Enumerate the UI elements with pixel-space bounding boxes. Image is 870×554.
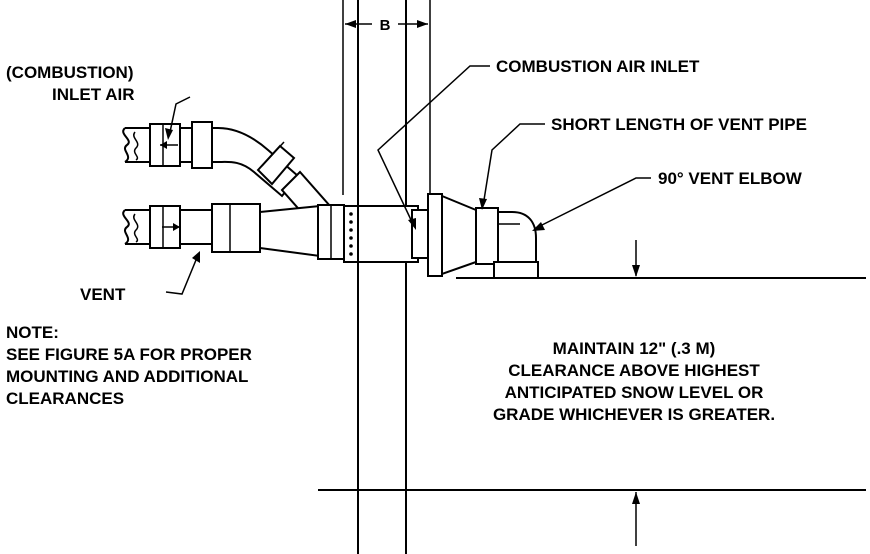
wall — [342, 0, 431, 554]
arrow-up-icon — [632, 492, 640, 504]
clearance-line: ANTICIPATED SNOW LEVEL OR — [505, 383, 764, 402]
dimension-b: B — [345, 17, 428, 34]
flow-arrow-icon — [173, 223, 180, 231]
vent-pipe — [122, 203, 345, 260]
termination-assembly — [411, 193, 539, 279]
clearance-block: MAINTAIN 12" (.3 M) CLEARANCE ABOVE HIGH… — [493, 339, 775, 424]
clearance-line: CLEARANCE ABOVE HIGHEST — [508, 361, 760, 380]
combustion-paren-label: (COMBUSTION) — [6, 63, 133, 82]
leader-lines — [165, 65, 651, 295]
vent-label: VENT — [80, 285, 126, 304]
note-line: CLEARANCES — [6, 389, 124, 408]
flow-arrow-icon — [160, 141, 167, 149]
combustion-air-inlet-label: COMBUSTION AIR INLET — [496, 57, 700, 76]
callouts: (COMBUSTION) INLET AIR COMBUSTION AIR IN… — [6, 57, 807, 304]
vent-elbow-label: 90° VENT ELBOW — [658, 169, 803, 188]
wall-penetration — [343, 205, 419, 263]
note-line: MOUNTING AND ADDITIONAL — [6, 367, 248, 386]
note-line: SEE FIGURE 5A FOR PROPER — [6, 345, 252, 364]
dimension-b-label: B — [380, 17, 391, 34]
inlet-air-label: INLET AIR — [52, 85, 134, 104]
clearance-line: MAINTAIN 12" (.3 M) — [553, 339, 716, 358]
note-heading: NOTE: — [6, 323, 59, 342]
clearance-line: GRADE WHICHEVER IS GREATER. — [493, 405, 775, 424]
note-block: NOTE: SEE FIGURE 5A FOR PROPER MOUNTING … — [6, 323, 252, 408]
arrow-down-icon — [632, 265, 640, 277]
short-length-label: SHORT LENGTH OF VENT PIPE — [551, 115, 807, 134]
